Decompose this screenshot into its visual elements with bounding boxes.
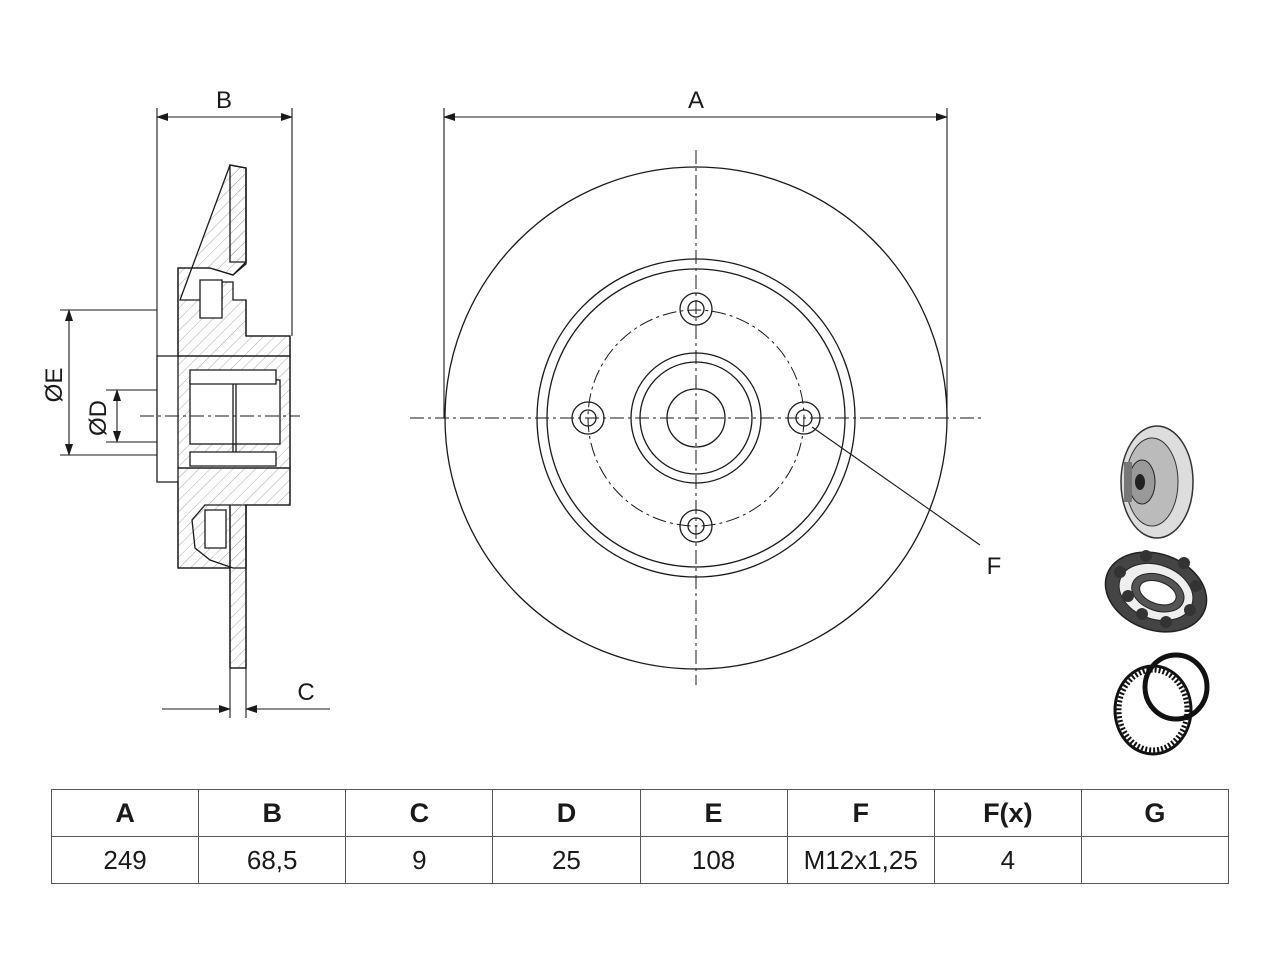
front-dimensions [443, 108, 948, 418]
side-section-view [140, 164, 300, 669]
section-outline [156, 164, 291, 669]
callout-f-label: F [987, 553, 1002, 580]
technical-drawing: B C ØE ØD A F [41, 87, 1210, 756]
header-c: C [345, 789, 494, 837]
value-a: 249 [50, 836, 200, 884]
front-view [410, 150, 985, 685]
hub-pocket-lower [204, 509, 227, 549]
hub-lower [177, 467, 291, 569]
dim-c-label: C [297, 679, 314, 706]
header-f: F [786, 789, 935, 837]
header-e: E [639, 789, 788, 837]
value-b: 68,5 [198, 836, 347, 884]
value-g [1080, 836, 1230, 884]
dim-e-label: ØE [41, 368, 68, 403]
dim-a-label: A [688, 87, 704, 114]
spec-table-header-row: A B C D E F F(x) G [50, 789, 1230, 837]
dim-d-label: ØD [85, 400, 112, 436]
spec-table: A B C D E F F(x) G 249 68,5 9 25 108 M12… [50, 789, 1230, 884]
header-fx: F(x) [933, 789, 1082, 837]
header-a: A [50, 789, 200, 837]
value-d: 25 [492, 836, 641, 884]
ball-bearing-icon [1104, 550, 1208, 633]
spec-table-value-row: 249 68,5 9 25 108 M12x1,25 4 [50, 836, 1230, 884]
header-b: B [198, 789, 347, 837]
bearing-roller-top [189, 369, 277, 385]
bearing-roller-bottom [189, 451, 277, 467]
dim-b-label: B [216, 87, 232, 114]
header-g: G [1080, 789, 1230, 837]
brake-disc-icon [1120, 425, 1194, 539]
value-e: 108 [639, 836, 788, 884]
bearing-bore [189, 379, 281, 445]
side-dimensions [60, 108, 330, 718]
callout-f-leader [811, 426, 981, 546]
value-c: 9 [345, 836, 494, 884]
value-f: M12x1,25 [786, 836, 935, 884]
hub-pocket [199, 279, 223, 319]
value-fx: 4 [933, 836, 1082, 884]
abs-sensor-ring-icon [1113, 652, 1210, 756]
flange-upper [229, 164, 247, 263]
header-d: D [492, 789, 641, 837]
